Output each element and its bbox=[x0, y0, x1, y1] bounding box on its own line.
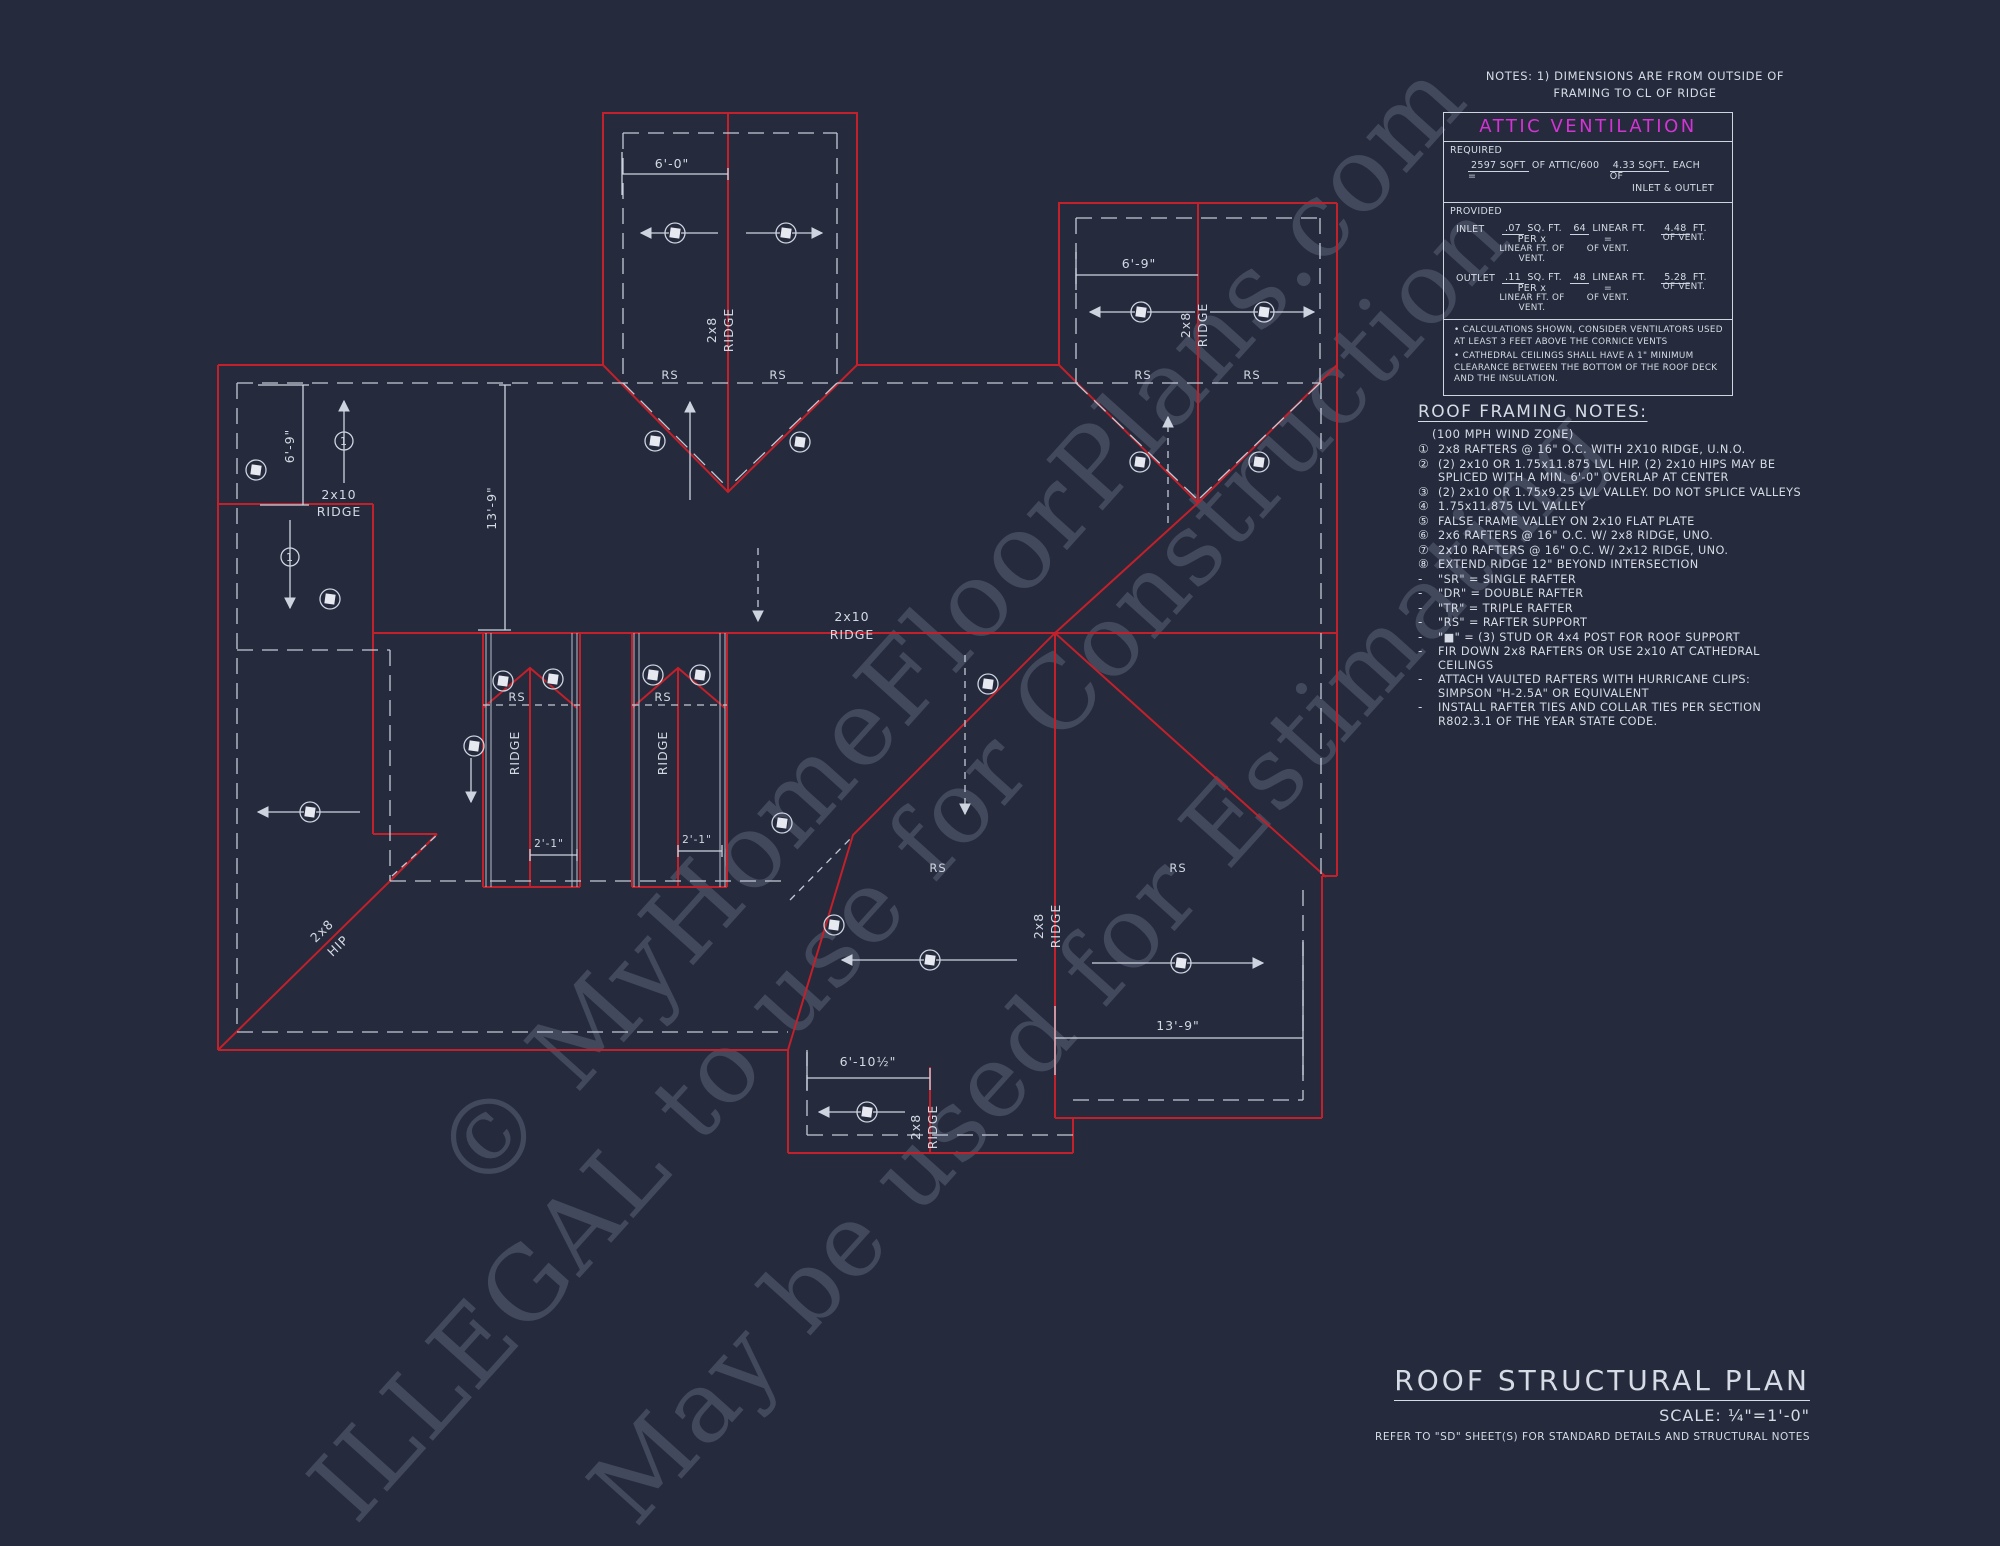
framing-notes-subtitle: (100 MPH WIND ZONE) bbox=[1432, 427, 1574, 441]
plan-label: 6'-9" bbox=[282, 429, 297, 464]
framing-note-item: ②(2) 2x10 OR 1.75x11.875 LVL HIP. (2) 2x… bbox=[1418, 456, 1776, 484]
framing-note-item: -FIR DOWN 2x8 RAFTERS OR USE 2x10 AT CAT… bbox=[1418, 644, 1760, 672]
drawing-title: ROOF STRUCTURAL PLAN bbox=[1394, 1364, 1810, 1401]
plan-label: RS bbox=[661, 368, 678, 382]
plan-label: RS bbox=[1243, 368, 1260, 382]
title-block: ROOF STRUCTURAL PLAN SCALE: ¼"=1'-0" REF… bbox=[1340, 1364, 1810, 1443]
post-symbol bbox=[823, 914, 845, 936]
sheet-note-line: FRAMING TO CL OF RIDGE bbox=[1553, 86, 1717, 100]
plan-label: 2'-1" bbox=[534, 838, 564, 850]
plan-label: 2x8 bbox=[1178, 312, 1193, 338]
dormer-side-lines bbox=[485, 633, 726, 887]
plan-label: RS bbox=[1134, 368, 1151, 382]
plan-label: RS bbox=[508, 690, 525, 704]
framing-note-item: -ATTACH VAULTED RAFTERS WITH HURRICANE C… bbox=[1418, 672, 1751, 700]
plan-label: RS bbox=[654, 690, 671, 704]
plan-label: 1 bbox=[340, 435, 348, 448]
post-symbol bbox=[644, 430, 666, 452]
framing-note-item: -"TR" = TRIPLE RAFTER bbox=[1418, 600, 1574, 615]
attic-ventilation-title: ATTIC VENTILATION bbox=[1444, 113, 1732, 142]
note-number-circles bbox=[280, 431, 354, 567]
framing-note-item: -INSTALL RAFTER TIES AND COLLAR TIES PER… bbox=[1418, 700, 1762, 728]
plan-label: 6'-10½" bbox=[840, 1054, 897, 1069]
post-symbol bbox=[771, 812, 793, 834]
framing-note-item: -"■" = (3) STUD OR 4x4 POST FOR ROOF SUP… bbox=[1418, 629, 1740, 644]
required-label: REQUIRED bbox=[1450, 145, 1503, 156]
framing-notes-title: ROOF FRAMING NOTES: bbox=[1418, 402, 1648, 422]
framing-note-item: -"SR" = SINGLE RAFTER bbox=[1418, 571, 1577, 586]
post-symbol bbox=[492, 670, 514, 692]
roof-plan-drawing: 6'-0" 6'-9" 6'-9" 13'-9" 2'-1" 2'-1" 6'-10½" 13… bbox=[217, 112, 1338, 1154]
plan-label: RIDGE bbox=[655, 731, 670, 776]
plan-label: 2x8 bbox=[1031, 913, 1046, 939]
post-symbol bbox=[463, 735, 485, 757]
required-formula-tail: INLET & OUTLET bbox=[1632, 183, 1714, 194]
plan-label: RS bbox=[929, 861, 946, 875]
plan-label: 6'-9" bbox=[1122, 256, 1157, 271]
framing-note-item: ③(2) 2x10 OR 1.75x9.25 LVL VALLEY. DO NO… bbox=[1418, 484, 1802, 499]
plan-label: 2'-1" bbox=[682, 834, 712, 846]
plan-label: RIDGE bbox=[507, 731, 522, 776]
plan-label: RIDGE bbox=[1195, 303, 1210, 348]
plan-label: RIDGE bbox=[925, 1105, 940, 1150]
post-symbol bbox=[689, 664, 711, 686]
roof-framing-notes: ROOF FRAMING NOTES: (100 MPH WIND ZONE) … bbox=[1418, 402, 1804, 729]
post-symbol bbox=[542, 668, 564, 690]
roof-structure-red-lines bbox=[217, 112, 1338, 1154]
ventilation-note: CATHEDRAL CEILINGS SHALL HAVE A 1" MINIM… bbox=[1454, 351, 1726, 386]
ventilation-notes: CALCULATIONS SHOWN, CONSIDER VENTILATORS… bbox=[1444, 323, 1732, 391]
framing-note-item: -"RS" = RAFTER SUPPORT bbox=[1418, 615, 1588, 629]
post-symbols bbox=[245, 222, 1275, 1123]
plan-label: RIDGE bbox=[317, 504, 362, 519]
post-symbol bbox=[977, 673, 999, 695]
drawing-reference-note: REFER TO "SD" SHEET(S) FOR STANDARD DETA… bbox=[1375, 1431, 1810, 1443]
plan-label: 2x8 bbox=[908, 1114, 923, 1140]
plan-label: RS bbox=[1169, 861, 1186, 875]
eave-dashed-lines bbox=[236, 132, 1322, 1136]
plan-label: 1 bbox=[286, 551, 294, 564]
plan-labels: 6'-0" 6'-9" 6'-9" 13'-9" 2'-1" 2'-1" 6'-10½" 13… bbox=[282, 156, 1260, 1150]
attic-ventilation-table: ATTIC VENTILATION REQUIRED 2597 SQFT OF … bbox=[1443, 112, 1733, 396]
post-symbol bbox=[789, 431, 811, 453]
plan-label: RIDGE bbox=[830, 627, 875, 642]
plan-label: 2x10 bbox=[834, 609, 869, 624]
plan-label: 13'-9" bbox=[1156, 1018, 1200, 1033]
post-symbol bbox=[319, 588, 341, 610]
framing-note-item: -"DR" = DOUBLE RAFTER bbox=[1418, 586, 1584, 600]
plan-label: 6'-0" bbox=[655, 156, 690, 171]
post-symbol bbox=[245, 459, 267, 481]
post-symbol bbox=[642, 664, 664, 686]
required-formula-right: 4.33 SQFT. EACH OF bbox=[1609, 160, 1701, 182]
post-symbol bbox=[1129, 451, 1151, 473]
required-formula-left: 2597 SQFT OF ATTIC/600 = bbox=[1468, 160, 1600, 182]
plan-label: 2x8 bbox=[704, 317, 719, 343]
plan-label: RS bbox=[769, 368, 786, 382]
post-symbol bbox=[1248, 451, 1270, 473]
roof-structural-plan-page: { "top_notes": { "line1": "NOTES: 1) DIM… bbox=[0, 0, 2000, 1500]
dimension-lines bbox=[258, 152, 1304, 1090]
plan-label: 13'-9" bbox=[484, 486, 499, 530]
plan-label: HIP bbox=[324, 932, 351, 959]
sheet-note-line: NOTES: 1) DIMENSIONS ARE FROM OUTSIDE OF bbox=[1485, 69, 1785, 83]
sheet-notes: NOTES: 1) DIMENSIONS ARE FROM OUTSIDE OF… bbox=[1440, 68, 1830, 102]
plan-label: RIDGE bbox=[721, 308, 736, 353]
provided-label: PROVIDED bbox=[1450, 206, 1502, 217]
plan-label: RIDGE bbox=[1048, 904, 1063, 949]
plan-label: 2x10 bbox=[321, 487, 356, 502]
ventilation-note: CALCULATIONS SHOWN, CONSIDER VENTILATORS… bbox=[1454, 325, 1726, 348]
drawing-scale: SCALE: ¼"=1'-0" bbox=[1659, 1406, 1810, 1425]
